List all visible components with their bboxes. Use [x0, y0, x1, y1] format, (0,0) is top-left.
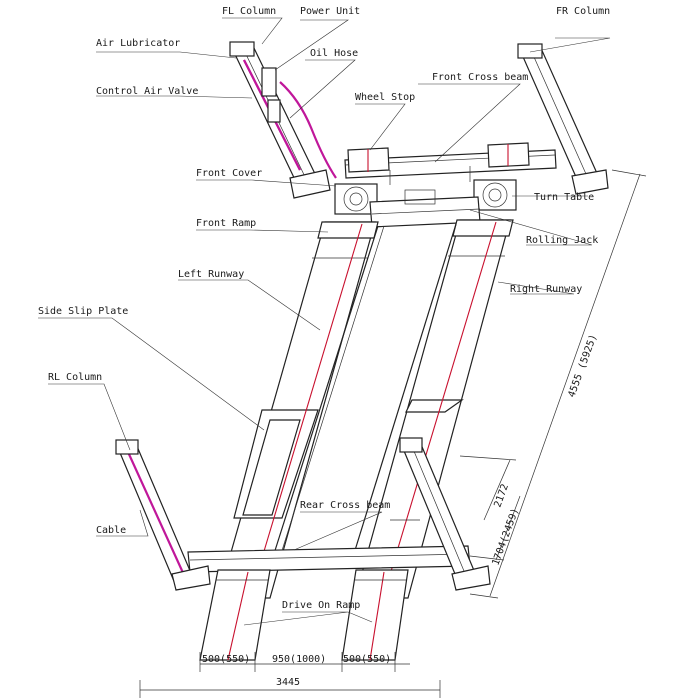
label-cable: Cable	[96, 525, 126, 536]
left-runway	[217, 221, 379, 599]
dim-overall-width: 3445	[276, 677, 300, 688]
drive-on-ramp-right	[341, 569, 409, 661]
label-fr-column: FR Column	[556, 6, 610, 17]
dim-left-width: 500(550)	[202, 654, 250, 665]
turn-table-left	[334, 183, 378, 215]
label-left-runway: Left Runway	[178, 269, 244, 280]
label-rolling-jack: Rolling Jack	[526, 235, 598, 246]
dim-right-width: 500(550)	[343, 654, 391, 665]
label-right-runway: Right Runway	[510, 284, 582, 295]
dim-middle-gap: 950(1000)	[272, 654, 326, 665]
rl-column	[115, 439, 211, 591]
dim-rear-section: 1704(2459)	[490, 507, 521, 567]
label-front-cross-beam: Front Cross beam	[432, 72, 528, 83]
label-air-lubricator: Air Lubricator	[96, 38, 180, 49]
fr-column	[517, 43, 609, 195]
side-slip-plate	[242, 419, 301, 516]
label-oil-hose: Oil Hose	[310, 48, 358, 59]
label-power-unit: Power Unit	[300, 6, 360, 17]
rr-column	[399, 437, 491, 591]
rear-cross-beam	[187, 545, 471, 573]
label-turn-table: Turn Table	[534, 192, 594, 203]
dim-runway-section: 2172	[492, 483, 511, 509]
leader-lines	[38, 17, 611, 626]
label-side-slip-plate: Side Slip Plate	[38, 306, 128, 317]
label-rear-cross-beam: Rear Cross beam	[300, 500, 390, 511]
oil-hose	[279, 81, 337, 179]
wheel-stop-right	[487, 142, 530, 168]
label-front-cover: Front Cover	[196, 168, 262, 179]
right-runway	[354, 219, 514, 599]
dimension-lines	[139, 169, 647, 698]
wheel-stop-left	[347, 147, 390, 173]
turn-table-right	[473, 179, 517, 211]
label-front-ramp: Front Ramp	[196, 218, 256, 229]
label-rl-column: RL Column	[48, 372, 102, 383]
label-wheel-stop: Wheel Stop	[355, 92, 415, 103]
label-control-air-valve: Control Air Valve	[96, 86, 198, 97]
label-drive-on-ramp: Drive On Ramp	[282, 600, 360, 611]
label-fl-column: FL Column	[222, 6, 276, 17]
